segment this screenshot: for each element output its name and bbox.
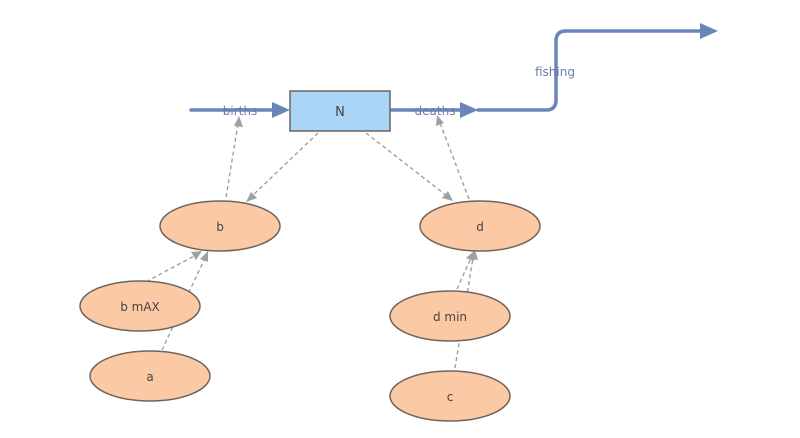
births-label: births (223, 104, 257, 118)
flow-deaths[interactable] (388, 102, 478, 118)
variable-c[interactable]: c (389, 370, 511, 422)
stock-n[interactable]: N (289, 90, 391, 132)
variable-bmax[interactable]: b mAX (79, 280, 201, 332)
variable-d[interactable]: d (419, 200, 541, 252)
births-arrow-icon (272, 102, 290, 118)
link-bmax-to-b-head (191, 251, 202, 260)
flow-births[interactable] (189, 102, 290, 118)
variable-dmin-label: d min (433, 310, 467, 324)
variable-b[interactable]: b (159, 200, 281, 252)
link-a-to-b-head (200, 251, 208, 262)
fishing-arrow-icon (700, 23, 718, 39)
variable-bmax-label: b mAX (120, 300, 160, 314)
link-n-to-b (251, 132, 319, 197)
link-b-to-births (225, 123, 239, 198)
variable-dmin[interactable]: d min (389, 290, 511, 342)
variable-c-label: c (447, 390, 454, 404)
deaths-arrow-icon (460, 102, 478, 118)
link-c-to-d (454, 257, 474, 369)
stock-n-label: N (335, 105, 345, 120)
variable-d-label: d (476, 220, 484, 234)
deaths-label: deaths (415, 104, 456, 118)
link-d-to-deaths (439, 122, 470, 200)
link-n-to-d-head (442, 191, 453, 201)
link-dmin-to-d (456, 257, 472, 290)
link-d-to-deaths-head (436, 115, 444, 126)
link-n-to-b-head (246, 192, 257, 202)
link-bmax-to-b (139, 254, 197, 286)
link-b-to-births-head (234, 116, 243, 127)
variable-a[interactable]: a (89, 350, 211, 402)
variable-a-label: a (146, 370, 153, 384)
link-n-to-d (365, 132, 448, 197)
link-c-to-d-head (469, 250, 478, 260)
fishing-label: fishing (535, 65, 575, 79)
variable-b-label: b (216, 220, 224, 234)
flow-fishing[interactable] (476, 23, 718, 112)
